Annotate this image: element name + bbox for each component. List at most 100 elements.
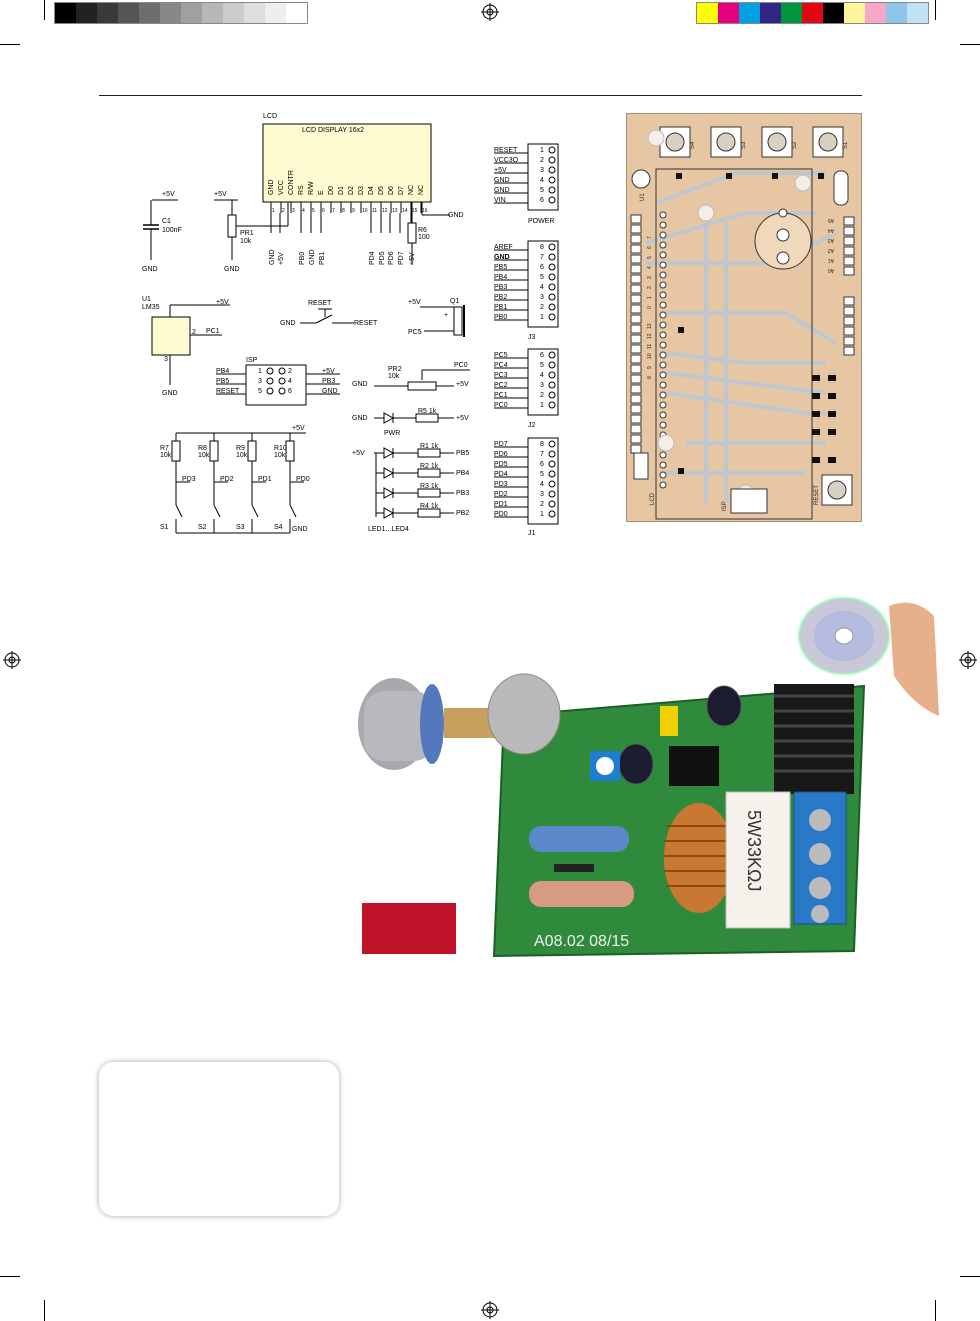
connector-pin-number: 2 [540,501,544,508]
gray-swatch [202,3,223,23]
svg-text:100: 100 [418,234,430,241]
lcd-net-label: PD6 [388,251,395,265]
connector-pin-label: PC1 [494,392,508,399]
pcb-header-number: 2 [647,286,653,289]
svg-text:+5V: +5V [214,191,227,198]
led-resistor-label: R4 1k [420,503,439,510]
connector-pin-label: PD7 [494,441,508,448]
led-net-label: PB2 [456,510,469,517]
pcb-analog-label: A4 [828,227,834,233]
registration-mark-icon [481,1301,499,1319]
lcd-pin-number: 3 [292,208,295,214]
connector-pin-label: RESET [494,147,518,154]
connector-pin-number: 6 [540,352,544,359]
lcd-pin-label: RS [298,185,305,195]
button-resistor-name: R7 [160,445,169,452]
connector-pin-number: 2 [540,304,544,311]
svg-text:GND: GND [448,212,464,219]
pcb-header-number: 4 [647,266,653,269]
button-net-label: PD0 [296,476,310,483]
color-swatch [802,3,823,23]
isp-right-label: PB3 [322,378,335,385]
svg-text:GND: GND [162,390,178,397]
svg-text:GND: GND [280,320,296,327]
button-resistor-value: 10k [274,452,286,459]
svg-text:PC1: PC1 [206,328,220,335]
connector-pin-label: VCC3O [494,157,519,164]
lcd-pin-label: R/W [308,181,315,195]
u1-label: U1 [142,296,151,303]
lcd-title: LCD DISPLAY 16x2 [302,127,364,134]
svg-text:2: 2 [192,329,196,336]
connector-pin-number: 1 [540,314,544,321]
led-resistor-label: R1 1k [420,443,439,450]
header-rule [99,95,862,96]
connector-pin-number: 2 [540,157,544,164]
connector-pin-label: GND [494,187,510,194]
lcd-pin-number: 8 [342,208,345,214]
connector-pin-number: 5 [540,471,544,478]
lcd-pin-number: 5 [312,208,315,214]
connector-pin-number: 7 [540,451,544,458]
lcd-pin-label: D0 [328,186,335,195]
lcd-pin-label: NC [408,185,415,195]
crop-mark [960,44,980,45]
colorbar-left [54,2,308,24]
svg-text:ISP: ISP [722,501,728,511]
button-net-label: PD2 [220,476,234,483]
svg-text:GND: GND [352,381,368,388]
lcd-pin-number: 14 [402,208,408,214]
leds-label: LED1...LED4 [368,526,409,533]
connector-pin-number: 5 [540,362,544,369]
connector-pin-number: 3 [540,167,544,174]
svg-text:100nF: 100nF [162,227,182,234]
color-swatch [739,3,760,23]
connector-pin-number: 8 [540,244,544,251]
reset-switch-label: RESET [308,300,332,307]
connector-pin-label: GND [494,177,510,184]
connector-pin-label: PC2 [494,382,508,389]
isp-pin-number: 2 [288,368,292,375]
svg-text:+5V: +5V [292,425,305,432]
connector-pin-label: PD6 [494,451,508,458]
gray-swatch [139,3,160,23]
svg-text:+5V: +5V [216,299,229,306]
lcd-outline [655,168,813,520]
isp-left-label: RESET [216,388,240,395]
connector-pin-label: +5V [494,167,507,174]
pcb-switch-label: S2 [792,141,798,149]
lcd-pin-number: 12 [382,208,388,214]
r6-label: R6 [418,227,427,234]
registration-mark-icon [3,651,21,669]
connector-pin-number: 1 [540,511,544,518]
connector-pin-label: PC0 [494,402,508,409]
connector-pin-number: 6 [540,197,544,204]
gray-swatch [223,3,244,23]
connector-pin-number: 4 [540,481,544,488]
connector-pin-label: PD2 [494,491,508,498]
pcb-analog-label: A0 [828,267,834,273]
pcb-switch-label: S1 [843,141,849,149]
connector-pin-number: 5 [540,187,544,194]
svg-text:LCD: LCD [650,492,656,505]
isp-header [245,364,307,406]
pcb-header-number: 1 [647,296,653,299]
pcb-header-number: 13 [647,323,653,329]
gray-swatch [97,3,118,23]
lcd-block-label: LCD [263,113,277,120]
connector-pin-label: PC3 [494,372,508,379]
pcb-header-number: 9 [647,366,653,369]
q1-label: Q1 [450,298,459,305]
svg-text:GND: GND [142,266,158,273]
sidebar-box [99,1062,339,1216]
connector-pin-number: 8 [540,441,544,448]
connector-pin-number: 7 [540,254,544,261]
pcb-header-number: 11 [647,344,653,349]
lcd-pin-label: D4 [368,186,375,195]
lcd-pin-number: 16 [422,208,428,214]
isp-pin-number: 5 [258,388,262,395]
lcd-net-label: GND [309,249,316,265]
isp-pin-number: 4 [288,378,292,385]
connector-name: POWER [528,218,554,225]
